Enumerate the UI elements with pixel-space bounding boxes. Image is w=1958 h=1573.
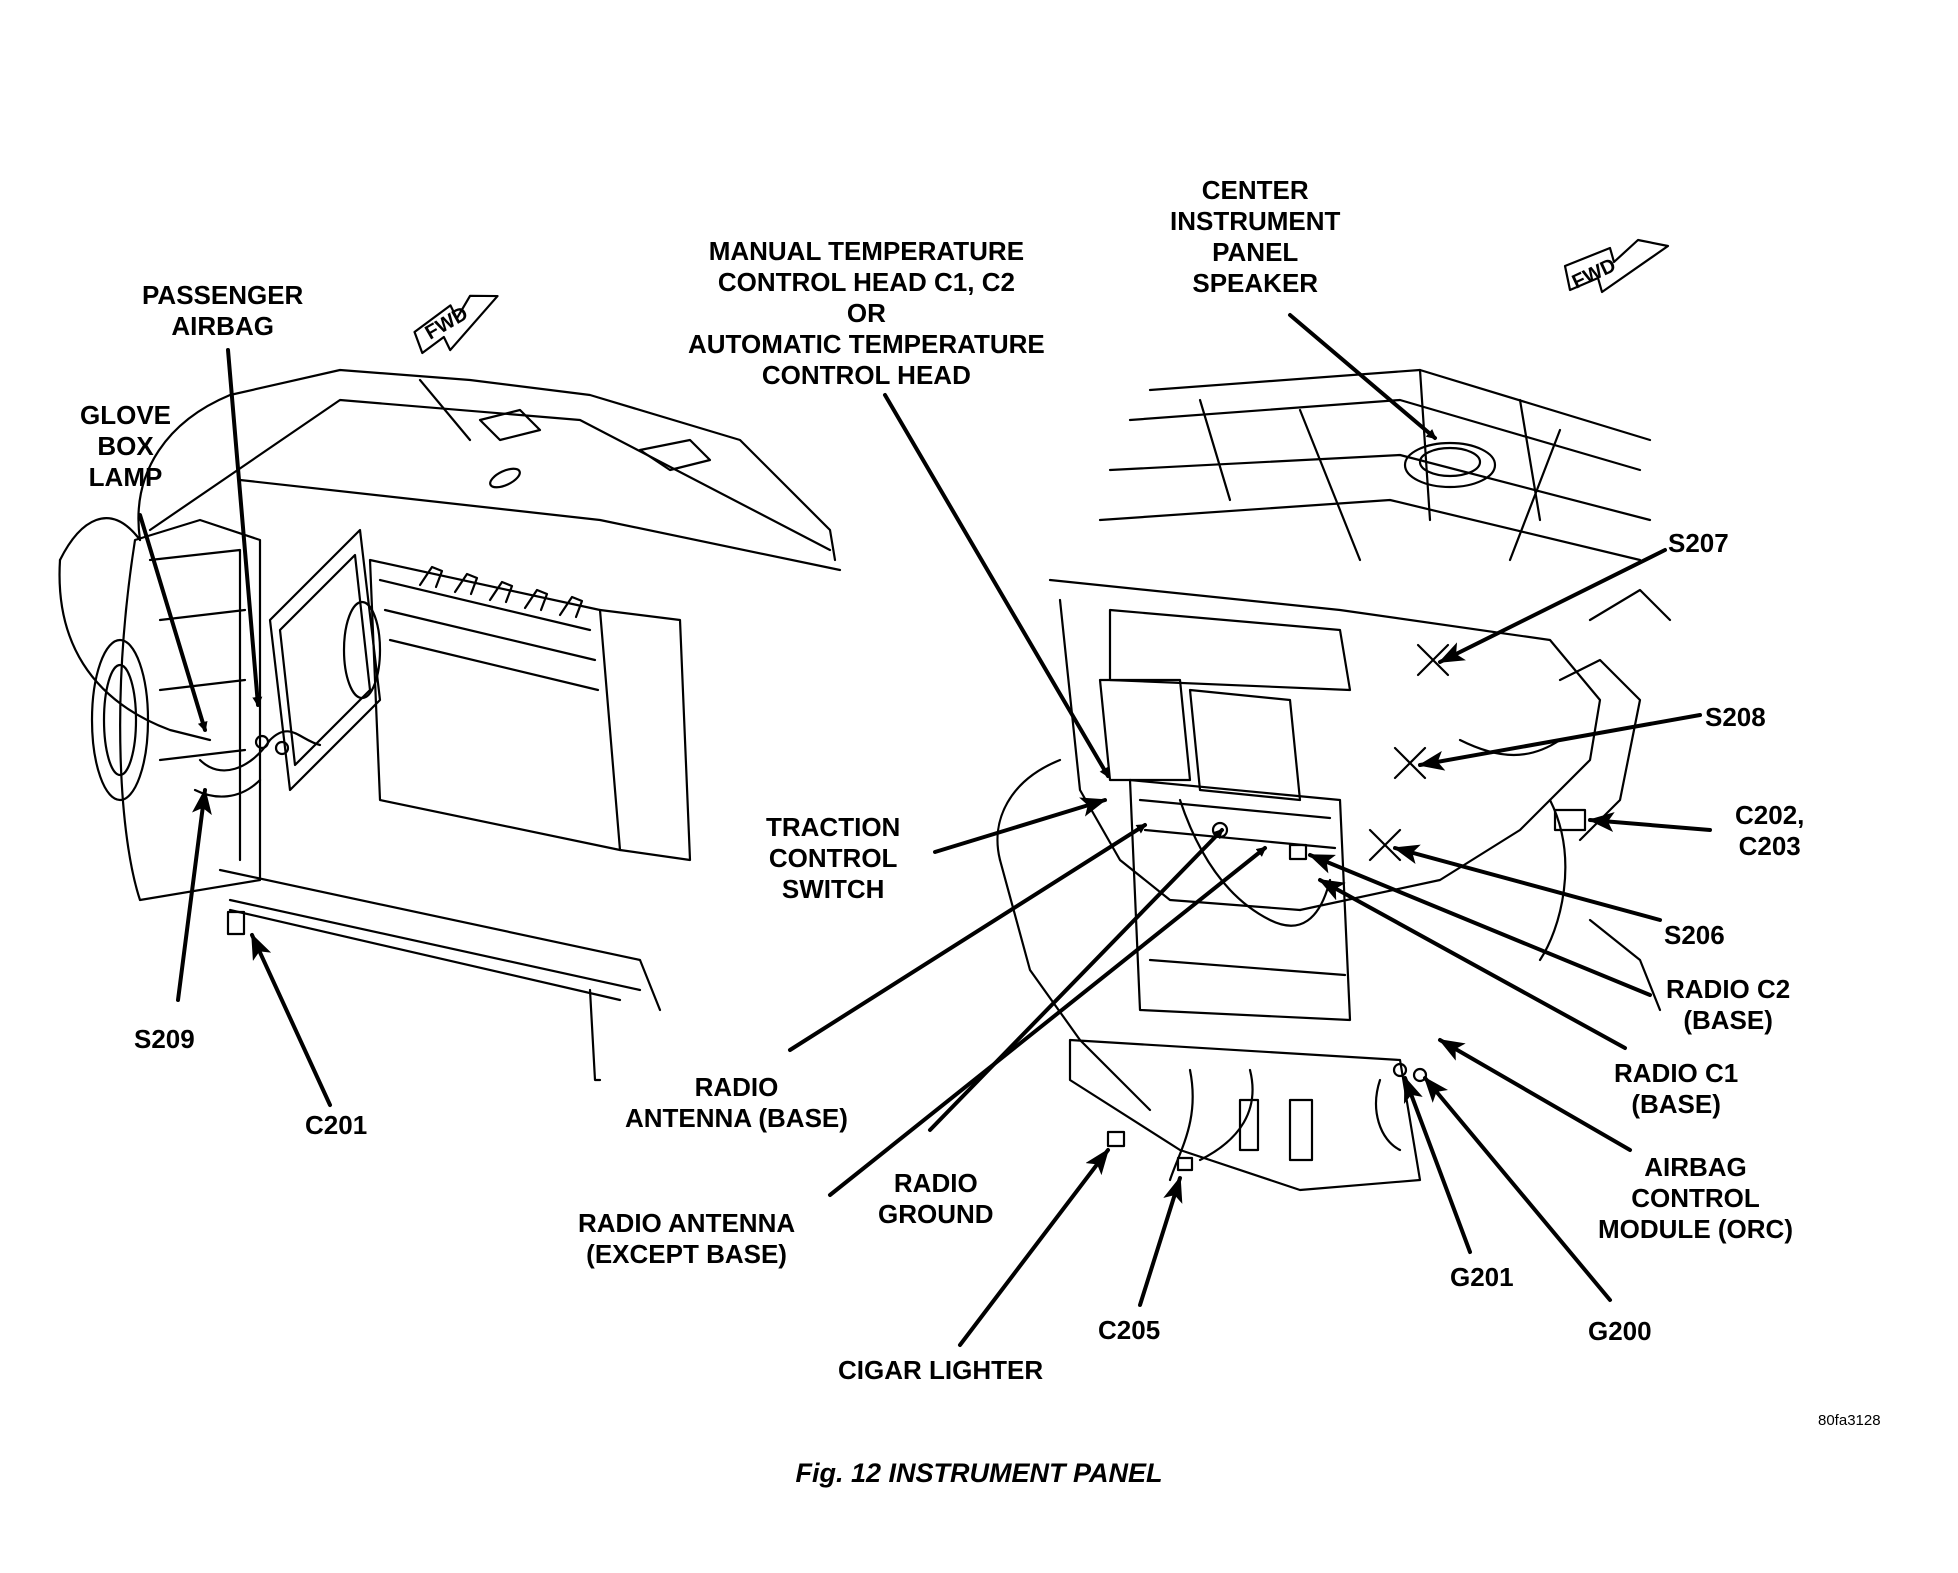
leader-c205 bbox=[1138, 1176, 1183, 1307]
leader-glove-box-lamp bbox=[138, 513, 208, 732]
label-radio-c2: RADIO C2(BASE) bbox=[1666, 974, 1791, 1035]
leader-center-speaker bbox=[1288, 313, 1437, 440]
figure-caption: Fig. 12 INSTRUMENT PANEL bbox=[795, 1458, 1163, 1488]
leader-g201 bbox=[1403, 1076, 1472, 1254]
label-c205: C205 bbox=[1098, 1315, 1161, 1345]
right-instrument-panel-drawing bbox=[996, 368, 1672, 1192]
label-cigar-lighter: CIGAR LIGHTER bbox=[838, 1355, 1044, 1385]
leader-lines bbox=[138, 313, 1712, 1347]
leader-radio-ground bbox=[928, 828, 1224, 1132]
leader-c202-c203 bbox=[1588, 812, 1712, 832]
leader-radio-c1 bbox=[1318, 878, 1627, 1050]
leader-radio-c2 bbox=[1308, 853, 1652, 997]
leader-airbag-control-module bbox=[1438, 1038, 1632, 1152]
leader-s209 bbox=[176, 788, 212, 1002]
label-c201: C201 bbox=[305, 1110, 368, 1140]
leader-g200 bbox=[1423, 1076, 1612, 1302]
leader-traction-control bbox=[933, 797, 1107, 854]
label-g200: G200 bbox=[1588, 1316, 1652, 1346]
label-g201: G201 bbox=[1450, 1262, 1514, 1292]
leader-s207 bbox=[1438, 548, 1667, 664]
leader-s206 bbox=[1393, 844, 1662, 922]
label-s207: S207 bbox=[1668, 528, 1729, 558]
figure-reference-code: 80fa3128 bbox=[1818, 1412, 1881, 1429]
fwd-arrow-left: FWD bbox=[413, 294, 499, 355]
leader-s208 bbox=[1418, 713, 1702, 771]
label-s206: S206 bbox=[1664, 920, 1725, 950]
leader-temp-control bbox=[883, 393, 1110, 778]
label-c202-c203: C202,C203 bbox=[1735, 800, 1805, 861]
leader-radio-antenna-except bbox=[828, 846, 1267, 1197]
leader-passenger-airbag bbox=[226, 348, 263, 707]
leader-radio-antenna-base bbox=[788, 823, 1147, 1052]
label-radio-c1: RADIO C1(BASE) bbox=[1614, 1058, 1739, 1119]
label-s209: S209 bbox=[134, 1024, 195, 1054]
leader-cigar-lighter bbox=[958, 1148, 1110, 1347]
fwd-arrow-right: FWD bbox=[1563, 238, 1670, 294]
label-s208: S208 bbox=[1705, 702, 1766, 732]
left-instrument-panel-drawing bbox=[58, 368, 842, 1082]
label-radio-antenna-except-base: RADIO ANTENNA(EXCEPT BASE) bbox=[578, 1208, 796, 1269]
leader-c201 bbox=[250, 933, 332, 1107]
